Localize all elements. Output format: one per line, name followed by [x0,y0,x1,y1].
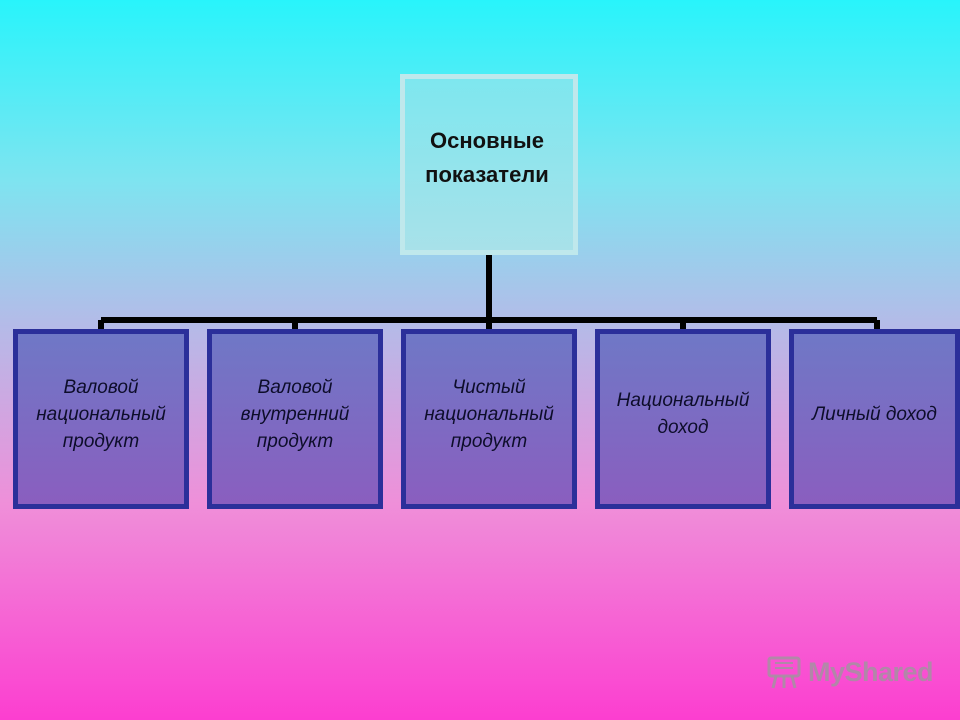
child-node-nnp: Чистый национальный продукт [401,329,577,509]
child-node-gdp: Валовой внутренний продукт [207,329,383,509]
root-node-label: Основные показатели [425,127,549,187]
child-node-label: Национальный доход [616,390,750,438]
child-node-gnp: Валовой национальный продукт [13,329,189,509]
child-node-national-income: Национальный доход [595,329,771,509]
child-node-label: Валовой национальный продукт [36,376,166,452]
presentation-board-icon [767,656,801,689]
watermark-logo: MyShared [766,652,934,692]
root-node: Основные показатели [400,74,578,255]
child-node-label: Валовой внутренний продукт [240,376,350,452]
child-node-label: Личный доход [812,403,937,425]
child-node-personal-income: Личный доход [789,329,960,509]
watermark-text: MyShared [808,656,934,687]
child-node-label: Чистый национальный продукт [424,376,554,452]
